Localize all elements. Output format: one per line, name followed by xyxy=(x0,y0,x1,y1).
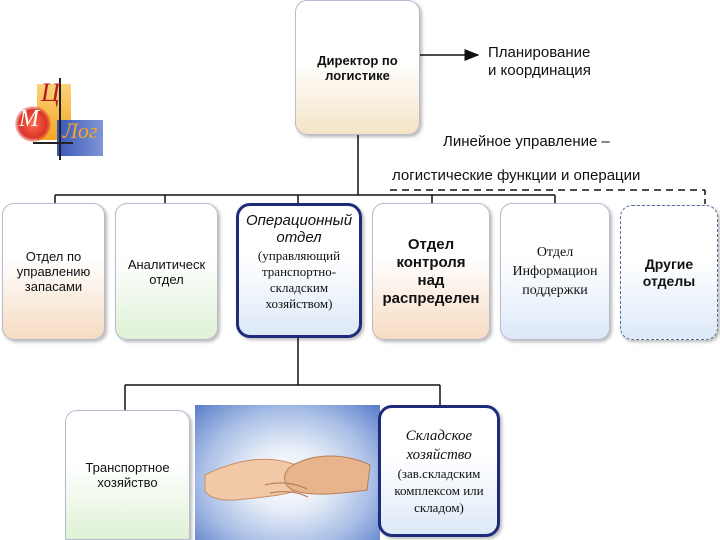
info-line2: Информацион xyxy=(512,264,598,279)
control-line4: распределен xyxy=(382,289,480,307)
control-line3: над xyxy=(417,271,445,289)
operational-title2: отдел xyxy=(276,229,322,246)
other-line1: Другие xyxy=(644,255,694,272)
planning-line1: Планирование xyxy=(488,44,591,61)
linear-line1: Линейное управление – xyxy=(443,133,610,150)
warehouse-sub2: комплексом или xyxy=(394,482,484,498)
inventory-line3: запасами xyxy=(24,279,83,294)
transport-line1: Транспортное xyxy=(85,460,170,475)
analytic-line2: отдел xyxy=(149,271,184,287)
handshake-icon xyxy=(204,455,371,501)
director-line1: Директор по xyxy=(317,53,398,68)
warehouse-title1: Складское xyxy=(405,427,473,444)
warehouse-sub1: (зав.складским xyxy=(397,465,481,481)
inventory-line2: управлению xyxy=(16,264,91,279)
operational-title1: Операционный xyxy=(245,212,353,229)
logo-letter-right: Лог xyxy=(63,118,98,143)
logo-horizontal-bar xyxy=(33,142,73,144)
control-line1: Отдел xyxy=(407,235,455,253)
director-box[interactable]: Директор по логистике xyxy=(295,0,420,135)
operational-sub4: хозяйством) xyxy=(265,296,333,311)
inventory-dept-box[interactable]: Отдел по управлению запасами xyxy=(2,203,105,340)
director-line2: логистике xyxy=(325,68,390,83)
planning-label: Планирование и координация xyxy=(488,44,638,80)
logo-blue-block xyxy=(57,120,103,156)
transport-box[interactable]: Транспортное хозяйство xyxy=(65,410,190,540)
other-line2: отделы xyxy=(642,272,696,289)
logo-letter-top: Ц xyxy=(41,78,60,107)
logo-letter-left: М xyxy=(19,106,39,132)
control-line2: контроля xyxy=(396,253,466,271)
operational-sub3: складским xyxy=(269,280,329,295)
control-dept-box[interactable]: Отдел контроля над распределен xyxy=(372,203,490,340)
operational-dept-box[interactable]: Операционный отдел (управляющий транспор… xyxy=(236,203,362,338)
analytic-line1: Аналитическ xyxy=(127,256,206,272)
transport-line2: хозяйство xyxy=(97,475,158,490)
logo: Ц М Лог xyxy=(15,78,105,160)
info-line3: поддержки xyxy=(522,283,588,298)
warehouse-sub3: складом) xyxy=(414,499,464,515)
info-line1: Отдел xyxy=(536,245,574,260)
warehouse-box[interactable]: Складское хозяйство (зав.складским компл… xyxy=(378,405,500,537)
logo-red-glow xyxy=(15,106,51,142)
linear-line2: логистические функции и операции xyxy=(392,167,641,184)
operational-sub2: транспортно- xyxy=(261,264,337,279)
info-dept-box[interactable]: Отдел Информацион поддержки xyxy=(500,203,610,340)
analytic-dept-box[interactable]: Аналитическ отдел xyxy=(115,203,218,340)
handshake-image xyxy=(195,405,380,540)
warehouse-title2: хозяйство xyxy=(406,446,472,463)
other-depts-box[interactable]: Другие отделы xyxy=(620,205,718,340)
operational-sub1: (управляющий xyxy=(257,248,341,263)
inventory-line1: Отдел по xyxy=(25,249,82,264)
planning-line2: и координация xyxy=(488,62,591,79)
logo-vertical-bar xyxy=(59,78,61,160)
